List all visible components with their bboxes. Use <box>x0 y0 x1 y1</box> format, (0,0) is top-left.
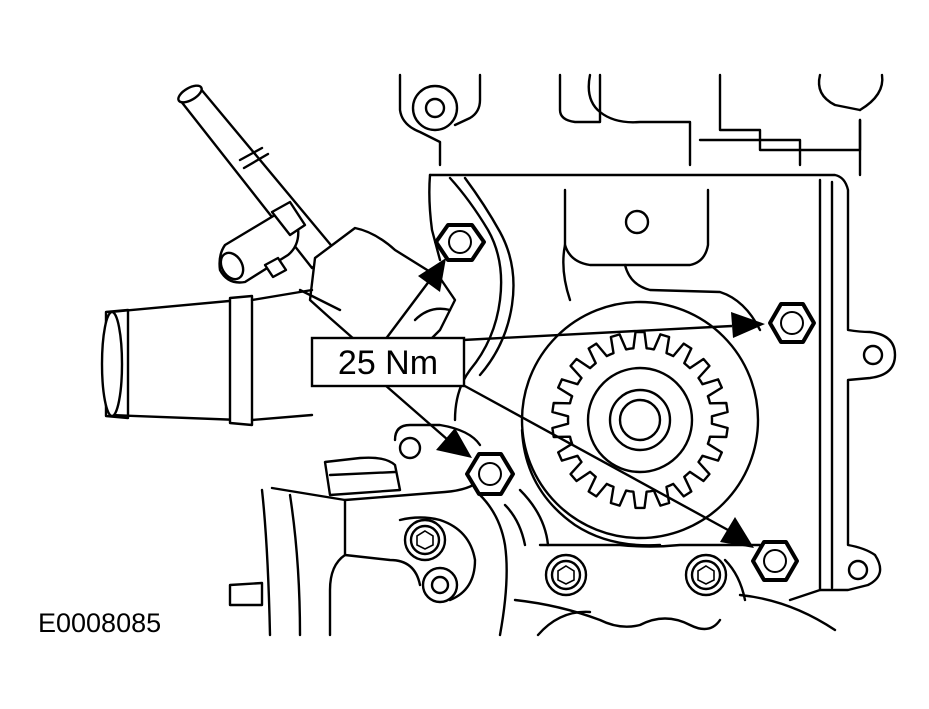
hex-bolt-icon <box>768 302 816 344</box>
lower-socket-bolt <box>403 518 447 562</box>
hex-bolt-icon <box>434 223 486 262</box>
water-outlet-housing <box>100 84 457 427</box>
leader-line-4 <box>462 383 729 532</box>
leader-arrow-icon <box>731 312 765 338</box>
pump-sprocket <box>520 300 760 547</box>
torque-callout-box <box>310 336 466 388</box>
lower-socket-bolt <box>544 553 588 597</box>
hex-bolt-icon <box>465 452 515 496</box>
hex-bolt-icon <box>751 540 799 582</box>
torque-value: 25 Nm <box>338 344 438 382</box>
leader-line-2 <box>462 324 733 342</box>
lower-engine-casting <box>228 423 837 637</box>
front-cover-outline <box>428 173 897 602</box>
leader-line-3 <box>384 384 449 441</box>
lower-socket-bolt <box>684 553 728 597</box>
torque-callout: 25 Nm <box>310 336 466 388</box>
leader-arrows <box>384 258 765 548</box>
figure-id: E0008085 <box>38 608 161 638</box>
leader-arrow-icon <box>418 258 446 292</box>
leader-arrow-icon <box>720 517 754 548</box>
leader-line-1 <box>384 279 431 341</box>
leader-arrow-icon <box>436 428 472 458</box>
upper-engine-casting <box>398 73 884 177</box>
